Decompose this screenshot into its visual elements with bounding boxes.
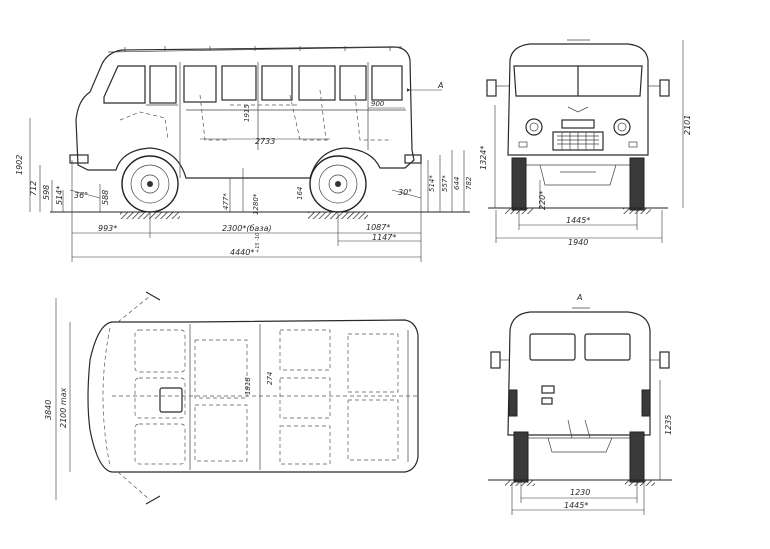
- top-front-sweep: [102, 327, 111, 467]
- dim-rear-h1: 514*: [428, 175, 436, 192]
- dim-front-axle-height: 588: [101, 190, 110, 205]
- rear-tires: [513, 431, 645, 483]
- dim-front-overhang: 993*: [98, 224, 117, 233]
- dim-width: 1940: [568, 238, 588, 247]
- dim-ground-clearance: 220*: [538, 191, 547, 210]
- dim-front-track: 1445*: [566, 216, 590, 225]
- front-dimension-lines: [494, 40, 684, 243]
- rear-bumper: [404, 154, 422, 164]
- rear-dimension-lines: [511, 380, 661, 515]
- dim-seat-back: 1280*: [252, 193, 260, 215]
- dim-wheel-height-left: 712: [29, 181, 38, 196]
- top-mirrors: [117, 291, 161, 505]
- side-view: 1902 712 598 514* 36° 588 993* 2300*(баз…: [15, 46, 473, 262]
- front-headlights: [518, 118, 638, 148]
- dim-seat-a: 1818: [244, 377, 252, 395]
- dim-angle-front: 36°: [74, 191, 88, 200]
- dim-seat-height: 477*: [222, 193, 230, 210]
- top-view: 3840 2100 max 1818 274: [44, 291, 419, 505]
- front-windshield: [513, 65, 643, 97]
- dim-rear-h2: 557*: [441, 175, 449, 192]
- dim-window-width: 900: [371, 100, 385, 108]
- front-tires: [511, 157, 645, 211]
- side-interior-seats: [119, 89, 392, 141]
- top-cab-seats: [134, 329, 186, 465]
- dim-rear-h3: 644: [453, 177, 461, 190]
- side-door-lines: [146, 62, 406, 178]
- dim-overall-length: 4440*: [230, 248, 254, 257]
- side-dimension-lines: [29, 88, 465, 262]
- dim-rear-h4: 782: [465, 176, 473, 190]
- rear-windows: [529, 333, 631, 361]
- front-bumper: [69, 154, 89, 164]
- dim-rear-overhang-a: 1087*: [366, 223, 390, 232]
- dim-wheelbase: 2300*(база): [222, 224, 272, 233]
- rear-body-outline: [507, 311, 651, 436]
- rear-mirrors: [490, 351, 670, 369]
- rear-axle: [520, 419, 640, 453]
- dim-top-length: 3840: [44, 400, 53, 420]
- side-view-marker: A: [437, 81, 443, 90]
- side-roof-rack: [107, 46, 403, 53]
- dim-height-mirror: 1324*: [479, 146, 488, 170]
- dim-inner-track: 1230: [570, 488, 590, 497]
- dim-cabin-length: 2733: [255, 137, 275, 146]
- top-dimension-lines: [55, 298, 71, 500]
- dim-top-length-max: 2100 max: [59, 387, 68, 428]
- dim-rear-height: 1235: [664, 415, 673, 435]
- rear-wheel: [309, 155, 367, 213]
- dim-rear-track: 1445*: [564, 501, 588, 510]
- rear-lamps: [508, 385, 651, 417]
- rear-view: 1235 1230 1445* A: [488, 293, 673, 515]
- dim-height-total: 2101: [683, 115, 692, 135]
- dim-angle-rear: 30°: [398, 188, 412, 197]
- front-body-outline: [507, 43, 649, 156]
- dim-seat-b: 274: [266, 372, 274, 385]
- front-grille: [552, 106, 604, 151]
- top-passenger-seats: [194, 329, 399, 465]
- dim-rear-overhang-b: 1147*: [372, 233, 396, 242]
- front-view: 2101 1324* 220* 1445* 1940: [479, 39, 692, 247]
- front-mirrors: [486, 79, 670, 97]
- front-axle: [516, 164, 640, 186]
- dim-overall-height: 1902: [15, 155, 24, 175]
- dim-rear-seat: 1915: [243, 104, 251, 122]
- side-windows: [103, 65, 403, 104]
- rear-view-marker: A: [576, 293, 582, 302]
- dim-rear-center: 164: [296, 187, 304, 200]
- dim-clearance-left: 514*: [55, 186, 64, 205]
- dim-floor-height-left: 598: [42, 185, 51, 200]
- top-body-outline: [87, 319, 419, 473]
- dim-overall-length-tol: +15 -10: [255, 233, 261, 253]
- side-body-outline: [75, 46, 415, 179]
- top-partitions: [189, 324, 409, 470]
- front-wheel: [121, 155, 179, 213]
